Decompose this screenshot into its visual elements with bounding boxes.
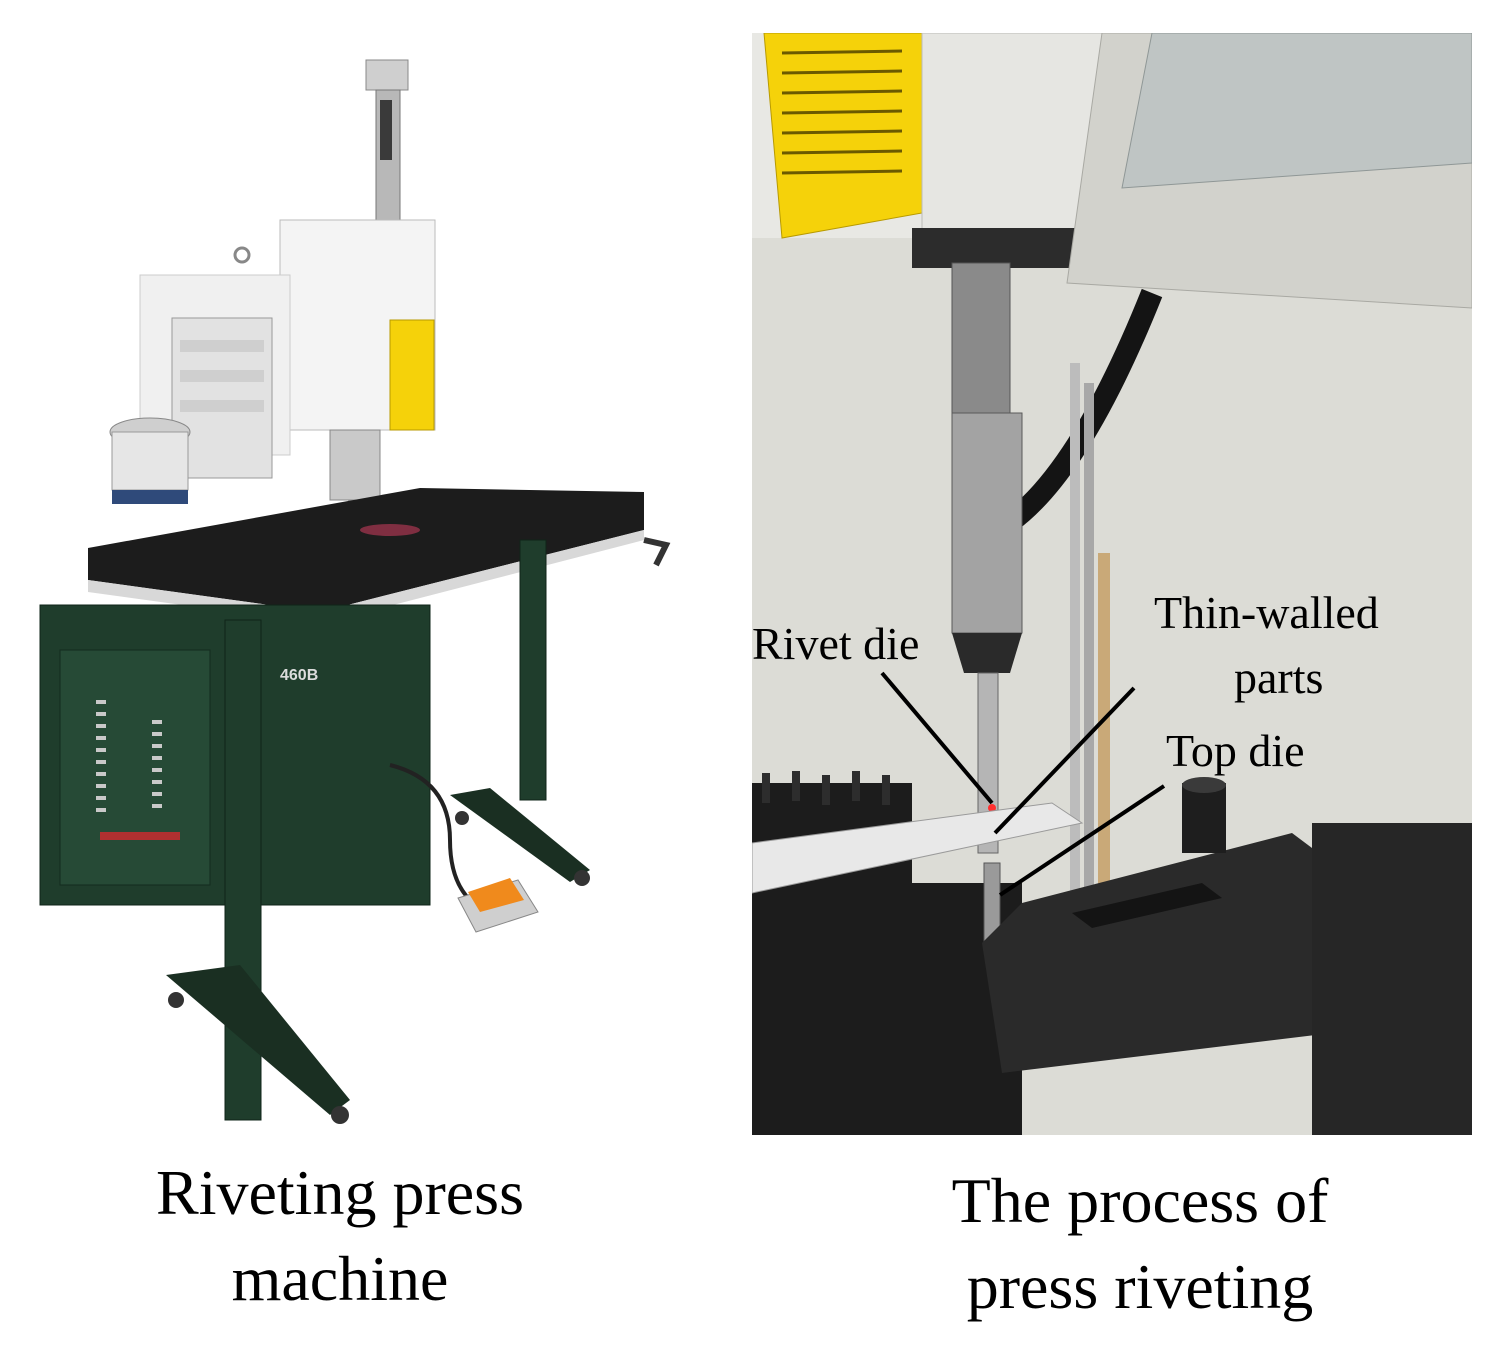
foot-pedal: [468, 878, 524, 912]
vent-slots: [96, 700, 162, 812]
thin-walled-parts-leader: [993, 686, 1136, 835]
yellow-warning-plate: [763, 33, 923, 239]
warning-text-lines: [781, 49, 903, 175]
riveting-press-machine-photo: 460B: [30, 40, 710, 1140]
brush-table-mat: [88, 488, 644, 612]
machine-illustration: 460B: [39, 59, 671, 1124]
fixture-post-top: [1182, 777, 1226, 793]
rod-1: [1070, 363, 1080, 923]
top-die-label: Top die: [1166, 725, 1305, 776]
table-edge: [88, 530, 644, 624]
fixture-slot: [1072, 883, 1222, 928]
press-riveting-process-photo: Rivet die Thin-walled parts Top die: [752, 33, 1472, 1135]
warning-label: [389, 319, 435, 431]
fixture-post: [1182, 783, 1226, 853]
process-illustration: Rivet die Thin-walled parts Top die: [752, 33, 1472, 1135]
display-screen: [1121, 33, 1472, 189]
spindle-body: [951, 412, 1023, 634]
piston-cap: [365, 59, 409, 91]
feeder-base: [112, 490, 188, 504]
cabinet-stripe: [100, 832, 180, 840]
left-caption-line-1: Riveting press: [156, 1157, 524, 1228]
shelf-2: [180, 370, 264, 382]
rear-foot: [450, 788, 590, 882]
piston-sleeve: [380, 100, 392, 160]
right-caption: The process of press riveting: [800, 1158, 1480, 1330]
caster-3: [455, 811, 469, 825]
spindle-collar: [952, 633, 1022, 673]
brush-bristles: [762, 771, 890, 805]
cabinet-door: [59, 649, 211, 886]
brush-mat-front: [752, 883, 1022, 1135]
caster-1: [168, 992, 184, 1008]
thin-walled-parts-label-line2: parts: [1234, 652, 1323, 703]
laser-dot: [988, 804, 996, 812]
front-foot: [166, 965, 350, 1115]
rod-2: [1084, 383, 1094, 923]
right-caption-line-1: The process of: [951, 1165, 1329, 1236]
pedal-cable: [389, 763, 472, 902]
caster-2: [331, 1106, 349, 1124]
left-caption: Riveting press machine: [40, 1150, 640, 1322]
rivet-die-leader: [880, 671, 994, 805]
shelf-3: [180, 400, 264, 412]
laser-spot: [360, 524, 420, 536]
spindle-upper: [951, 262, 1011, 424]
thin-walled-parts-label-line1: Thin-walled: [1154, 587, 1379, 638]
ram: [329, 429, 381, 501]
feeder-bowl: [111, 431, 189, 491]
rivet-die-label: Rivet die: [752, 618, 919, 669]
caster-4: [574, 870, 590, 886]
right-caption-line-2: press riveting: [966, 1251, 1314, 1322]
rear-leg: [519, 539, 547, 801]
left-caption-line-2: machine: [231, 1243, 449, 1314]
shelf-1: [180, 340, 264, 352]
wood-strip: [1098, 553, 1110, 893]
crank-handle: [643, 537, 671, 567]
lifting-eye: [233, 246, 251, 264]
top-die-leader: [998, 784, 1166, 897]
machine-badge: 460B: [280, 667, 318, 684]
fixture-block: [982, 833, 1332, 1073]
fixture-base: [1312, 823, 1472, 1135]
